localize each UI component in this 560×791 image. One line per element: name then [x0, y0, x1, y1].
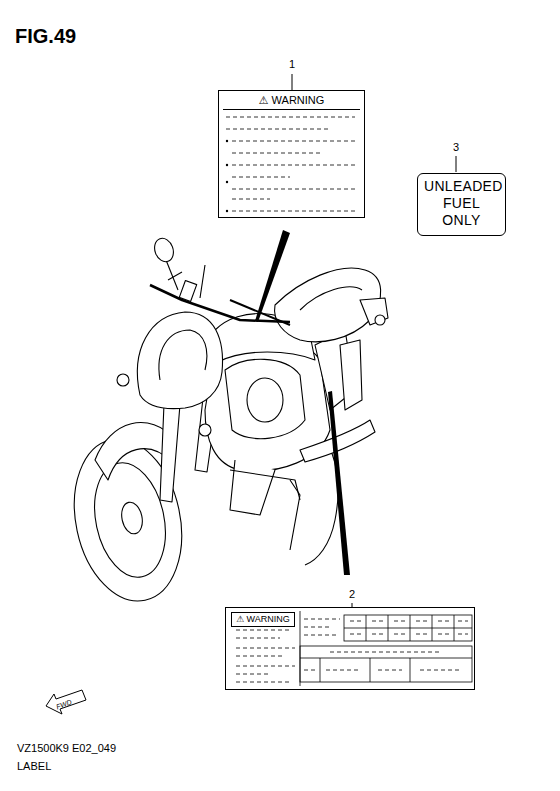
callout-number: 1 [289, 59, 295, 70]
leader-line [456, 156, 457, 172]
warning-heading: ⚠ WARNING [223, 94, 360, 110]
warning-label: ⚠ WARNING [218, 90, 365, 218]
pointer-wedge [255, 230, 290, 322]
pointer-wedge [328, 391, 350, 575]
callout-number: 2 [349, 589, 355, 600]
warning-label: ⚠ WARNING [225, 607, 475, 690]
warning-heading: ⚠ WARNING [231, 612, 295, 627]
figure-caption: LABEL [17, 761, 51, 772]
text-placeholder-dashes [226, 117, 355, 211]
fwd-arrow [46, 690, 86, 714]
figure-title: FIG.49 [15, 26, 76, 46]
label-text: UNLEADED FUEL ONLY [418, 174, 505, 232]
callout-number: 3 [453, 142, 459, 153]
bullet-dots [226, 140, 228, 212]
fuel-label: UNLEADED FUEL ONLY [417, 173, 506, 236]
drawing-code: VZ1500K9 E02_049 [17, 743, 116, 754]
text-placeholder-dashes [236, 619, 468, 682]
leader-line [292, 74, 293, 90]
label-table [300, 611, 472, 686]
